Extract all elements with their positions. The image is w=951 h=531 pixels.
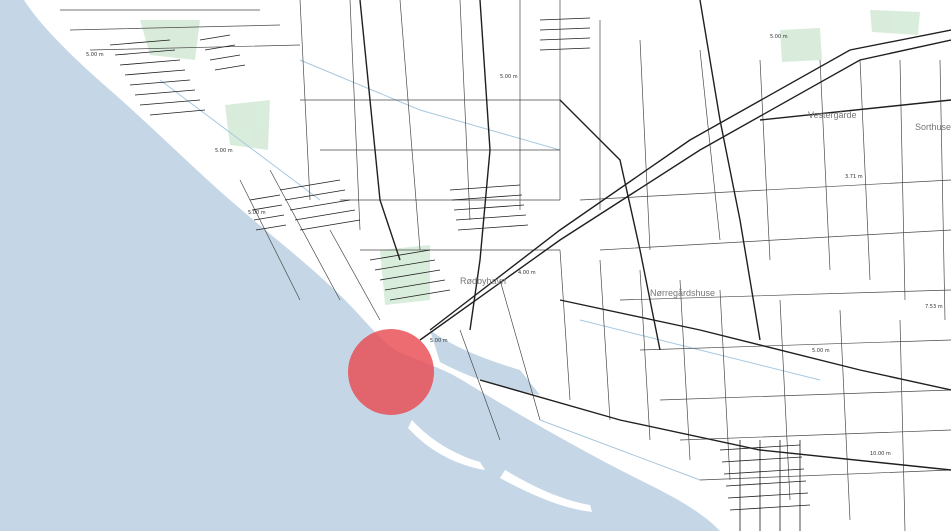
dimension-label: 5.00 m — [86, 52, 104, 58]
place-label-rodbyhavn: Rødbyhavn — [460, 276, 506, 286]
parcel-lines — [60, 0, 951, 531]
dimension-label: 5.00 m — [248, 210, 266, 216]
dimension-label: 3.71 m — [845, 174, 863, 180]
place-label-sorthusene: Sorthusene — [915, 122, 951, 132]
water-channels — [159, 59, 821, 481]
settlement-blocks — [109, 17, 811, 531]
dimension-label: 5.00 m — [500, 74, 518, 80]
place-label-vestergarde: Vestergårde — [808, 110, 857, 120]
harbor-breakwater — [408, 420, 485, 470]
dimension-label: 5.00 m — [770, 34, 788, 40]
dimension-label: 5.00 m — [430, 338, 448, 344]
dimension-label: 10.00 m — [870, 451, 891, 457]
lagoon — [430, 330, 540, 395]
dimension-label: 7.53 m — [925, 304, 943, 310]
location-marker[interactable] — [348, 329, 434, 415]
harbor-pier — [500, 470, 592, 512]
place-label-norregardshuse: Nørregårdshuse — [650, 288, 715, 298]
roads — [359, 0, 951, 471]
sea-area — [0, 0, 720, 531]
dimension-label: 5.00 m — [812, 348, 830, 354]
dimension-label: 4.00 m — [518, 270, 536, 276]
dimension-label: 5.00 m — [215, 148, 233, 154]
